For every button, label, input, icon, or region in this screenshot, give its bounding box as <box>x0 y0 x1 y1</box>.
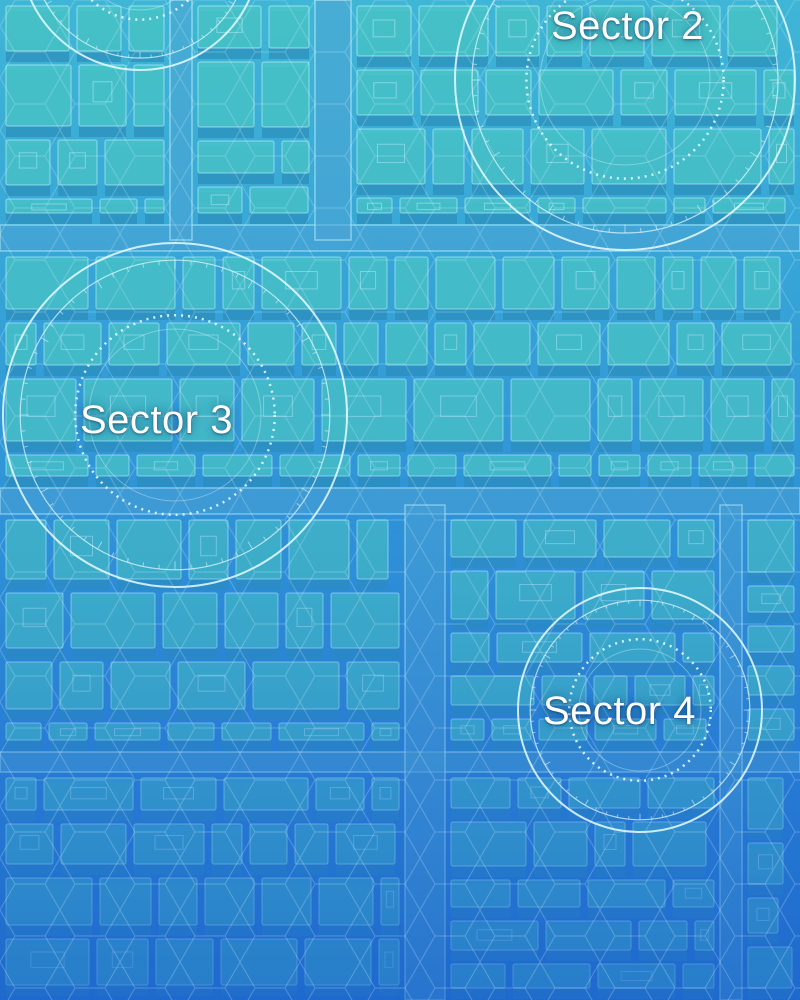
hud-ring <box>517 587 763 833</box>
sector-4-label: Sector 4 <box>543 689 696 733</box>
sector-2-label: Sector 2 <box>551 4 704 48</box>
sector-3-label: Sector 3 <box>80 398 233 442</box>
hud-ring <box>2 242 348 588</box>
hud-ring <box>454 0 796 251</box>
hud-rings <box>2 0 796 833</box>
hud-ring <box>29 0 251 71</box>
